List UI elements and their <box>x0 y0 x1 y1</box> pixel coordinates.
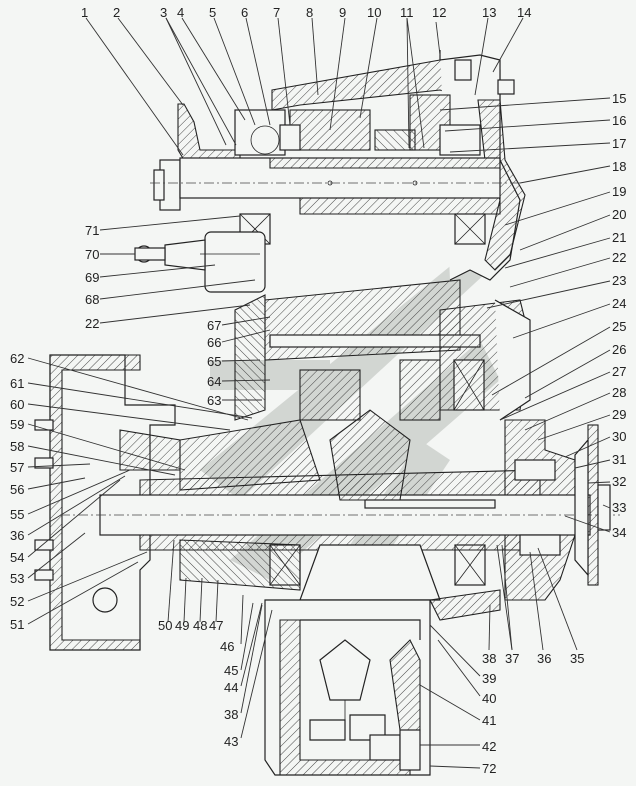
callout-4: 4 <box>177 5 184 20</box>
callout-1: 1 <box>81 5 88 20</box>
callout-54: 54 <box>10 550 24 565</box>
callout-9: 9 <box>339 5 346 20</box>
callout-56: 56 <box>10 482 24 497</box>
callout-68: 68 <box>85 292 99 307</box>
callout-16: 16 <box>612 113 626 128</box>
callout-35: 35 <box>570 651 584 666</box>
callout-50: 50 <box>158 618 172 633</box>
callout-49: 49 <box>175 618 189 633</box>
pump-housing <box>264 589 501 776</box>
callout-70: 70 <box>85 247 99 262</box>
upper-shaft <box>150 157 520 215</box>
callout-28: 28 <box>612 385 626 400</box>
callout-3: 3 <box>160 5 167 20</box>
callout-17: 17 <box>612 136 626 151</box>
callout-18: 18 <box>612 159 626 174</box>
callout-6: 6 <box>241 5 248 20</box>
middle-shaft <box>234 279 531 421</box>
callout-5: 5 <box>209 5 216 20</box>
callout-15: 15 <box>612 91 626 106</box>
callout-72: 72 <box>482 761 496 776</box>
callout-22-left: 22 <box>85 316 99 331</box>
callout-71: 71 <box>85 223 99 238</box>
callout-22-right: 22 <box>612 250 626 265</box>
callout-19: 19 <box>612 184 626 199</box>
callout-8: 8 <box>306 5 313 20</box>
callout-55: 55 <box>10 507 24 522</box>
callout-31: 31 <box>612 452 626 467</box>
callout-37: 37 <box>505 651 519 666</box>
callout-51: 51 <box>10 617 24 632</box>
callout-11: 11 <box>400 5 414 20</box>
callout-65: 65 <box>207 354 221 369</box>
callout-29: 29 <box>612 407 626 422</box>
upper-gears <box>234 94 481 156</box>
callout-42: 42 <box>482 739 496 754</box>
callout-66: 66 <box>207 335 221 350</box>
callout-53: 53 <box>10 571 24 586</box>
callout-57: 57 <box>10 460 24 475</box>
callout-33: 33 <box>612 500 626 515</box>
callout-69: 69 <box>85 270 99 285</box>
callout-13: 13 <box>482 5 496 20</box>
callout-34: 34 <box>612 525 626 540</box>
input-flange <box>153 103 241 211</box>
callout-30: 30 <box>612 429 626 444</box>
callout-20: 20 <box>612 207 626 222</box>
callout-38-right: 38 <box>482 651 496 666</box>
callout-45: 45 <box>224 663 238 678</box>
callout-36-left: 36 <box>10 528 24 543</box>
output-flange <box>504 419 611 601</box>
callout-46: 46 <box>220 639 234 654</box>
callout-14: 14 <box>517 5 531 20</box>
callout-23: 23 <box>612 273 626 288</box>
callout-64: 64 <box>207 374 221 389</box>
callout-12: 12 <box>432 5 446 20</box>
callout-61: 61 <box>10 376 24 391</box>
callout-7: 7 <box>273 5 280 20</box>
callout-52: 52 <box>10 594 24 609</box>
callout-2: 2 <box>113 5 120 20</box>
callout-21: 21 <box>612 230 626 245</box>
callout-58: 58 <box>10 439 24 454</box>
callout-27: 27 <box>612 364 626 379</box>
callout-60: 60 <box>10 397 24 412</box>
callout-67: 67 <box>207 318 221 333</box>
callout-32: 32 <box>612 474 626 489</box>
callout-26: 26 <box>612 342 626 357</box>
callout-10: 10 <box>367 5 381 20</box>
actuator-cylinder <box>134 231 266 293</box>
bevel-gear-set <box>179 409 441 601</box>
callout-59: 59 <box>10 417 24 432</box>
callout-38-left: 38 <box>224 707 238 722</box>
callout-41: 41 <box>482 713 496 728</box>
callout-47: 47 <box>209 618 223 633</box>
callout-39: 39 <box>482 671 496 686</box>
callout-44: 44 <box>224 680 238 695</box>
callout-48: 48 <box>193 618 207 633</box>
callout-36-right: 36 <box>537 651 551 666</box>
callout-43: 43 <box>224 734 238 749</box>
callout-40: 40 <box>482 691 496 706</box>
callout-25: 25 <box>612 319 626 334</box>
callout-labels: 1 2 3 4 5 6 7 8 9 10 11 12 13 14 15 16 1… <box>10 5 626 776</box>
callout-24: 24 <box>612 296 626 311</box>
callout-63: 63 <box>207 393 221 408</box>
leader-lines <box>27 17 611 769</box>
callout-62: 62 <box>10 351 24 366</box>
